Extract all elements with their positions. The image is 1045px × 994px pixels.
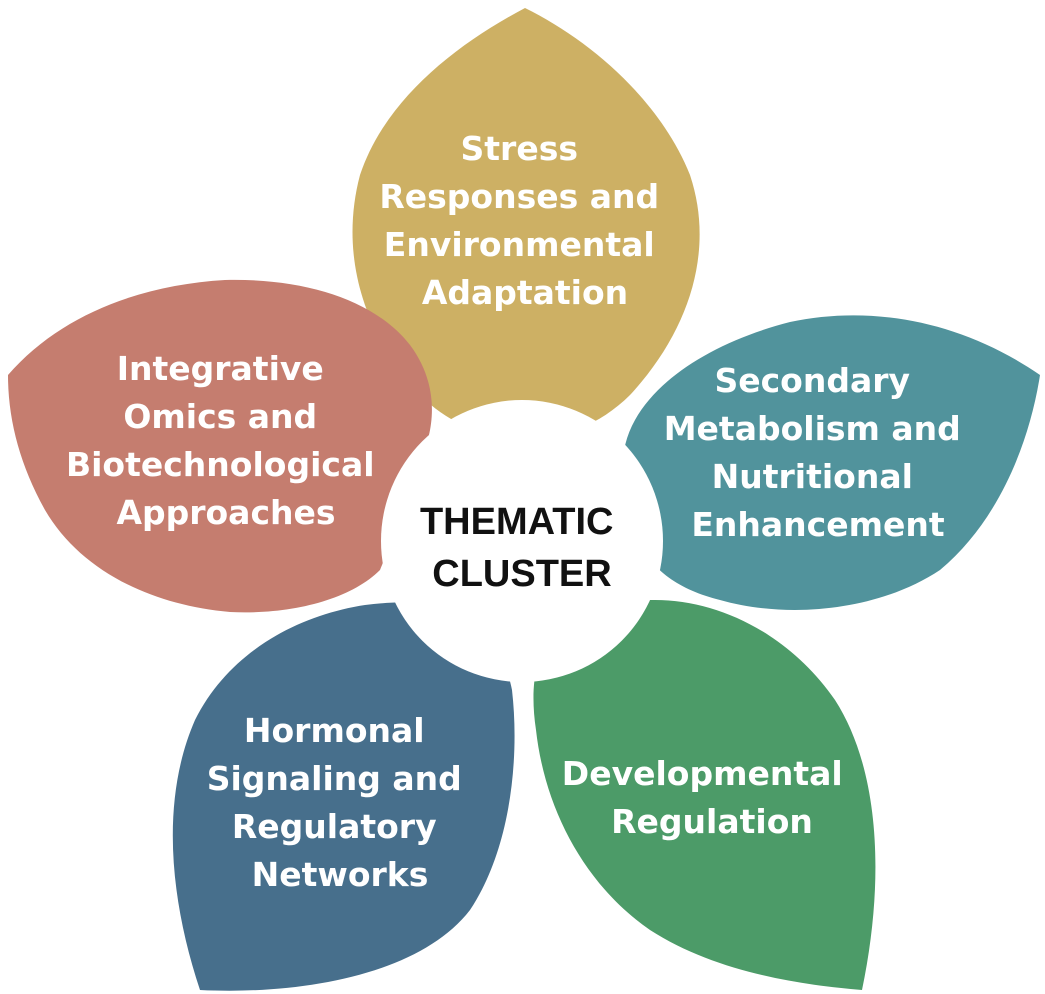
- center-circle: [381, 400, 663, 682]
- petal-hormonal-label: Hormonal Signaling and Regulatory Networ…: [207, 711, 474, 894]
- petal-omics: Integrative Omics and Biotechnological A…: [8, 279, 432, 613]
- petal-stress-label: Stress Responses and Environmental Adapt…: [379, 129, 670, 312]
- petal-stress-shape: [352, 8, 700, 440]
- petal-secondary-label: Secondary Metabolism and Nutritional Enh…: [664, 361, 973, 544]
- petal-stress: Stress Responses and Environmental Adapt…: [352, 8, 700, 440]
- petal-omics-shape: [8, 279, 432, 613]
- petal-developmental-shape: [533, 600, 876, 990]
- petal-hormonal: Hormonal Signaling and Regulatory Networ…: [172, 602, 515, 991]
- petal-developmental-label: Developmental Regulation: [562, 754, 854, 841]
- petal-secondary-shape: [622, 315, 1040, 610]
- center-label: THEMATIC CLUSTER: [420, 501, 624, 595]
- center-hub: THEMATIC CLUSTER: [381, 400, 663, 682]
- petal-secondary: Secondary Metabolism and Nutritional Enh…: [622, 315, 1040, 610]
- petal-hormonal-shape: [172, 602, 515, 991]
- petal-omics-label: Integrative Omics and Biotechnological A…: [66, 349, 386, 532]
- petal-developmental: Developmental Regulation: [533, 600, 876, 990]
